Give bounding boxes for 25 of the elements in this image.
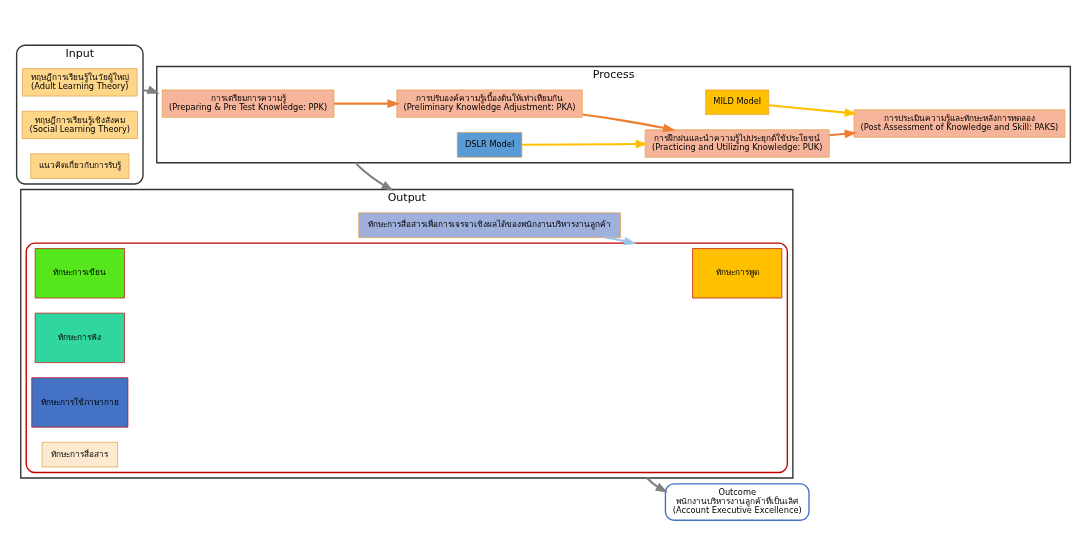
node-box: ทักษะการสื่อสารเพื่อการเจรจาเชิงผลได้ของพนักงานบริหารงานลูกค้า <box>358 212 621 238</box>
arrow <box>605 236 637 246</box>
node-box: การปรับองค์ความรู้เบื้องต้นให้เท่าเทียมกัน (Preliminary Knowledge Adjustment: PKA) <box>396 89 583 118</box>
node-box: ทักษะการฟัง <box>34 312 125 363</box>
node-box: การเตรียมการความรู้ (Preparing & Pre Test Knowledge: PPK) <box>161 89 335 118</box>
arrow <box>582 113 676 133</box>
node-box: ทักษะการสื่อสาร <box>41 441 118 468</box>
arrow <box>334 99 400 108</box>
node-box: การฝึกฝนและนำความรู้ไปประยุกต์ใช้ประโยชน์ (Practicing and Utilizing Knowledge: PUK) <box>644 129 830 158</box>
arrow <box>521 139 649 149</box>
node-box: MILD Model <box>705 89 770 115</box>
node-box: แนวคิดเกี่ยวกับการรับรู้ <box>30 153 130 179</box>
arrow <box>646 477 668 493</box>
node-box: Outcome พนักงานบริหารงานลูกค้าที่เป็นเลิศ (Account Executive Excellence) <box>664 483 810 521</box>
node-box: ทฤษฎีการเรียนรู้เชิงสังคม (Social Learning Theory) <box>21 110 138 139</box>
node-box: DSLR Model <box>456 132 523 158</box>
node-box: ทักษะการใช้ภาษากาย <box>31 377 129 428</box>
node-box: ทฤษฎีการเรียนรู้ในวัยผู้ใหญ่ (Adult Learning Theory) <box>22 68 138 97</box>
arrow <box>768 104 857 117</box>
arrow <box>829 129 858 139</box>
cluster <box>25 242 789 474</box>
arrow <box>354 162 394 192</box>
node-box: การประเมินความรู้และทักษะหลังการทดลอง (Post Assessment of Knowledge and Skill: PAKS) <box>853 109 1066 138</box>
node-box: ทักษะการเขียน <box>34 248 125 299</box>
node-box: ทักษะการพูด <box>692 248 783 299</box>
